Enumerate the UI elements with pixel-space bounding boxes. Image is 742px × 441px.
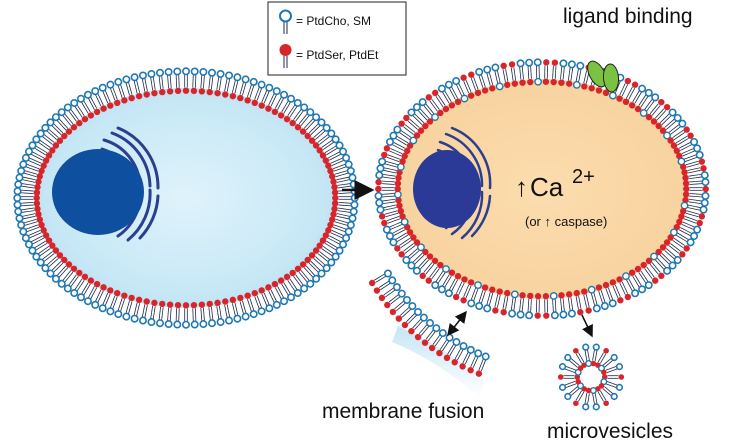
calcium-symbol: Ca — [530, 172, 564, 202]
membrane-fusion-fragment — [368, 269, 490, 398]
legend-inner-lipid-icon — [279, 44, 292, 68]
fusion-shading — [392, 326, 484, 398]
legend-inner-label: = PtdSer, PtdEt — [296, 48, 379, 62]
legend-outer-lipid-icon — [279, 9, 292, 34]
microvesicles-label: microvesicles — [547, 420, 673, 441]
legend: = PtdCho, SM = PtdSer, PtdEt — [267, 1, 407, 76]
ligand-binding-label: ligand binding — [563, 5, 693, 28]
fusion-arrow — [447, 310, 467, 337]
calcium-charge: 2+ — [572, 166, 595, 188]
ligand-icon — [587, 60, 607, 88]
resting-cell — [13, 67, 359, 329]
membrane-fusion-label: membrane fusion — [322, 400, 484, 423]
resting-nucleus-group — [52, 126, 160, 242]
calcium-up-arrow: ↑ — [515, 172, 528, 202]
caspase-label: (or ↑ caspase) — [525, 214, 607, 229]
activated-cell: ↑ Ca 2+ (or ↑ caspase) — [374, 58, 710, 320]
microvesicle — [557, 343, 625, 411]
activated-nucleus-group — [413, 126, 492, 240]
fusion-bilayer — [368, 269, 490, 377]
legend-outer-label: = PtdCho, SM — [296, 14, 371, 28]
activated-nucleus-icon — [413, 150, 481, 228]
microvesicle-arrow — [581, 314, 593, 338]
calcium-label: ↑ Ca 2+ — [515, 166, 595, 202]
resting-nucleus-icon — [52, 149, 144, 235]
ligand-icon — [602, 63, 620, 93]
activated-membrane-bilayer — [374, 58, 710, 320]
ligand-group: ligand binding — [563, 5, 693, 93]
resting-membrane-bilayer — [13, 67, 359, 329]
activated-cytoplasm — [395, 79, 689, 299]
